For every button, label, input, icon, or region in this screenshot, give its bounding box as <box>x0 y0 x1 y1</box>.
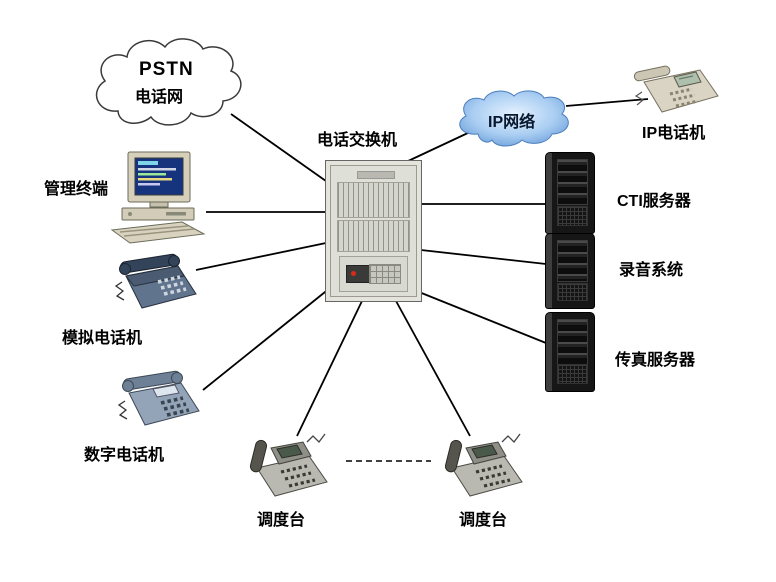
console-screen <box>471 444 498 459</box>
server-drive-bays <box>557 319 588 365</box>
digital-phone-label: 数字电话机 <box>84 447 165 464</box>
pbx-button-grid <box>369 264 401 284</box>
phone-deck <box>125 265 185 287</box>
ip-cloud-label: IP网络 <box>488 114 536 131</box>
fax-server-label: 传真服务器 <box>615 352 696 369</box>
edge-pbx-recording <box>420 249 547 265</box>
pbx-nameplate <box>357 171 395 179</box>
pstn-cloud-subtitle: 电话网 <box>135 89 184 106</box>
pbx-cabinet-icon <box>325 160 422 302</box>
management-terminal-label: 管理终端 <box>44 181 109 198</box>
console-cord <box>306 433 326 443</box>
cti-server-label: CTI服务器 <box>617 193 691 210</box>
keyboard <box>110 221 206 244</box>
dispatch-console-right-node <box>440 428 528 506</box>
server-drive-bays <box>557 159 588 205</box>
edge-ip-cloud-ip-phone <box>565 98 649 107</box>
dispatch-console-icon <box>249 433 328 497</box>
phone-cord <box>634 91 645 106</box>
console-handset <box>249 439 268 473</box>
analog-phone-label: 模拟电话机 <box>62 330 143 347</box>
pbx-card-slots-upper <box>337 182 410 218</box>
phone-display <box>152 384 180 398</box>
console-handset <box>444 439 463 473</box>
phone-keypad <box>669 87 699 108</box>
server-vents <box>557 206 588 226</box>
ip-cloud-icon <box>459 90 569 147</box>
server-vents <box>557 283 588 301</box>
phone-handset <box>633 65 671 82</box>
desktop-case <box>121 207 195 221</box>
edge-analog-phone-pbx <box>195 242 327 271</box>
digital-phone-node <box>115 365 205 433</box>
phone-cord <box>114 281 125 301</box>
dispatch-console-left-label: 调度台 <box>257 512 306 529</box>
pbx-control-panel <box>339 256 408 292</box>
computer-terminal-icon <box>110 151 206 244</box>
server-drive-bays <box>557 240 588 282</box>
pbx-led <box>351 271 356 276</box>
pbx-cabinet-panel <box>330 165 417 297</box>
management-terminal-node <box>108 150 208 245</box>
analog-phone-icon <box>114 253 197 309</box>
pstn-cloud-node: PSTN 电话网 <box>85 33 250 139</box>
dispatch-console-icon <box>444 433 523 497</box>
dispatch-console-left-node <box>245 428 333 506</box>
digital-phone-icon <box>117 370 200 426</box>
edge-pbx-console-right <box>395 300 471 437</box>
console-keypad <box>280 464 316 488</box>
analog-phone-node <box>112 248 202 316</box>
edge-pbx-fax-server <box>418 291 547 344</box>
pbx-label: 电话交换机 <box>317 132 398 149</box>
ip-phone-label: IP电话机 <box>642 125 706 142</box>
ip-phone-icon <box>633 65 719 113</box>
edge-pbx-ip-cloud <box>405 131 471 163</box>
cti-server-icon <box>545 152 595 234</box>
console-keypad <box>475 464 511 488</box>
recording-system-icon <box>545 233 595 309</box>
console-cord <box>501 433 521 443</box>
dispatch-console-right-label: 调度台 <box>459 512 508 529</box>
ip-cloud-node: IP网络 <box>450 86 575 152</box>
edge-pstn-pbx <box>230 113 334 187</box>
pstn-cloud-title: PSTN <box>139 59 194 80</box>
pbx-card-slots-lower <box>337 220 410 252</box>
console-screen <box>276 444 303 459</box>
phone-cord <box>117 400 128 420</box>
crt-monitor <box>127 151 191 208</box>
fax-server-icon <box>545 312 595 392</box>
recording-system-label: 录音系统 <box>619 262 684 279</box>
edge-digital-phone-pbx <box>202 287 331 391</box>
edge-pbx-console-left <box>296 300 363 437</box>
pstn-cloud-icon <box>95 38 242 126</box>
phone-display <box>673 71 702 88</box>
server-vents <box>557 364 588 384</box>
ip-phone-node <box>630 62 720 120</box>
